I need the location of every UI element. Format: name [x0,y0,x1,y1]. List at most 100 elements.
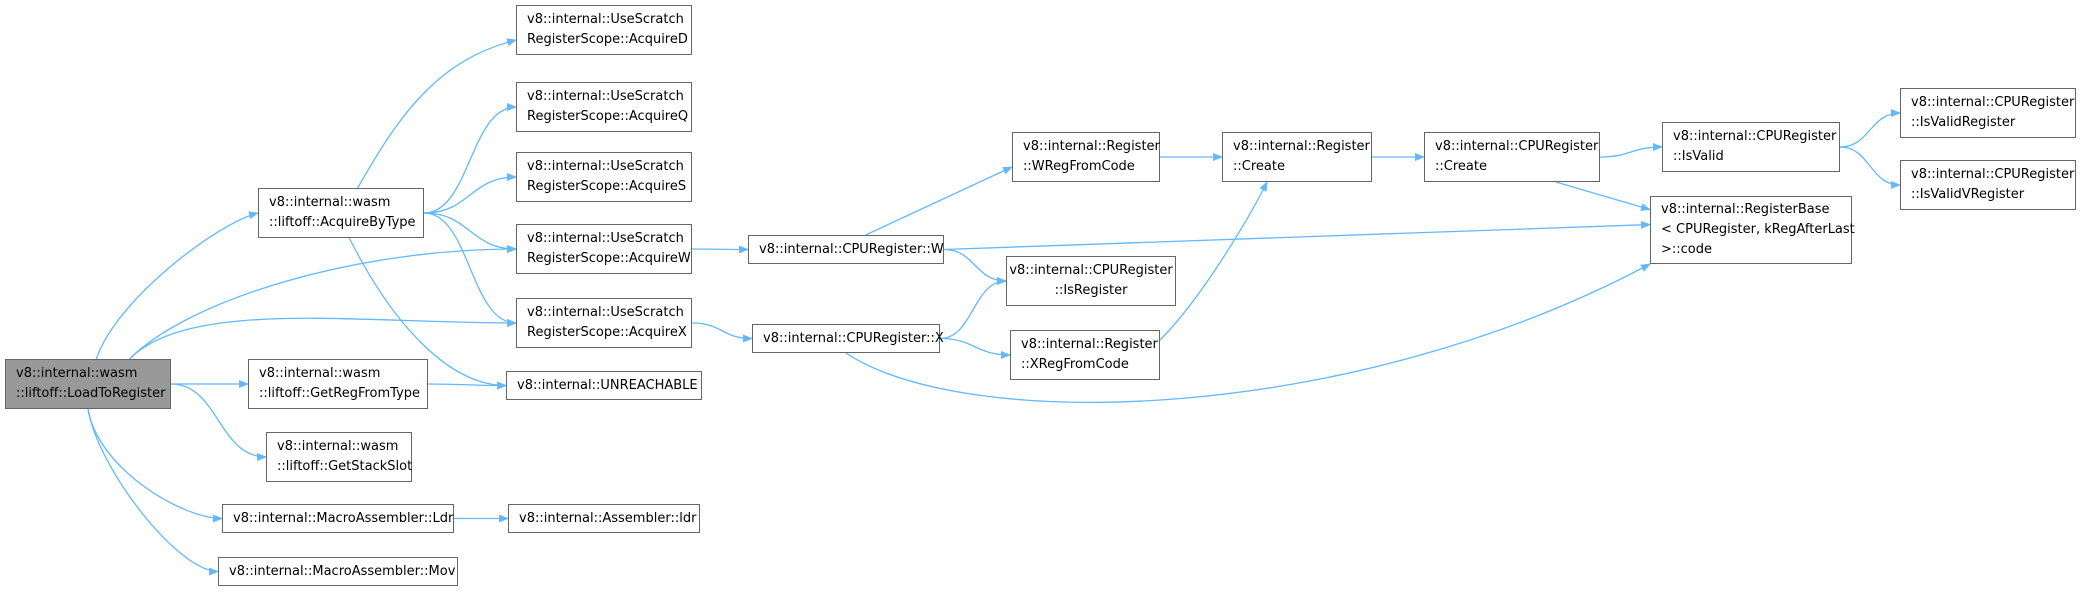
edge-arrow [348,237,507,390]
node-label-line: v8::internal::Register [1023,139,1160,154]
node-label-line: ::IsValidRegister [1911,115,2016,130]
edge-arrow [939,277,1007,340]
edge-arrow [87,408,219,576]
graph-node[interactable]: v8::internal::wasm::liftoff::AcquireByTy… [258,188,424,238]
node-label-line: v8::internal::CPURegister::X [763,330,944,346]
node-label: v8::internal::Register::XRegFromCode [1021,335,1158,375]
node-label-line: v8::internal::wasm [16,366,138,381]
node-label: v8::internal::wasm::liftoff::AcquireByTy… [269,193,416,233]
node-label: v8::internal::CPURegister::IsRegister [1009,261,1172,301]
node-label-line: v8::internal::UseScratch [527,12,684,27]
graph-node[interactable]: v8::internal::Register::WRegFromCode [1012,132,1160,182]
node-label-line: v8::internal::Register [1021,337,1158,352]
node-label-line: v8::internal::wasm [259,366,381,381]
graph-node[interactable]: v8::internal::CPURegister::IsValidVRegis… [1900,160,2076,210]
node-label-line: v8::internal::UseScratch [527,159,684,174]
edge-arrow [845,263,1651,403]
node-label: v8::internal::UNREACHABLE [517,376,698,396]
graph-node[interactable]: v8::internal::CPURegister::IsRegister [1006,256,1176,306]
edge-arrow [357,38,517,189]
node-label: v8::internal::RegisterBase< CPURegister,… [1661,200,1855,260]
edge-arrow [939,337,1011,359]
graph-node[interactable]: v8::internal::MacroAssembler::Mov [218,557,458,586]
edge-arrow [1839,146,1901,189]
graph-node[interactable]: v8::internal::CPURegister::X [752,324,944,353]
edge-arrow [691,245,749,254]
node-label-line: v8::internal::CPURegister::W [759,241,944,257]
edge-arrow [943,220,1651,251]
node-label: v8::internal::Assembler::ldr [519,509,696,529]
node-label-line: >::code [1661,242,1713,257]
node-label-line: ::liftoff::GetRegFromType [259,386,421,401]
edge-arrow [865,166,1013,236]
node-label-line: < CPURegister, kRegAfterLast [1661,222,1855,237]
node-label: v8::internal::wasm::liftoff::GetRegFromT… [259,364,420,404]
edge-arrow [943,248,1007,285]
edge-arrow [423,173,517,214]
node-label-line: ::WRegFromCode [1023,159,1135,174]
edge-arrow [1555,181,1651,211]
node-label-line: v8::internal::MacroAssembler::Mov [229,563,456,579]
node-label-line: ::liftoff::AcquireByType [269,215,416,230]
node-label-line: v8::internal::MacroAssembler::Ldr [233,510,454,526]
edge-arrow [427,381,507,390]
graph-node[interactable]: v8::internal::wasm::liftoff::GetStackSlo… [266,432,412,482]
graph-node[interactable]: v8::internal::RegisterBase< CPURegister,… [1650,196,1855,264]
node-label-line: v8::internal::Register [1233,139,1370,154]
graph-node[interactable]: v8::internal::wasm::liftoff::GetRegFromT… [248,359,428,409]
graph-node[interactable]: v8::internal::MacroAssembler::Ldr [222,504,454,533]
graph-node[interactable]: v8::internal::CPURegister::IsValid [1662,122,1840,172]
node-label-line: RegisterScope::AcquireS [527,179,687,194]
node-label: v8::internal::wasm::liftoff::GetStackSlo… [277,437,412,477]
edge-arrow [423,103,517,214]
edge-arrow [423,212,517,327]
node-label-line: ::IsRegister [1054,283,1128,298]
node-label: v8::internal::CPURegister::Create [1435,137,1598,177]
node-label: v8::internal::wasm::liftoff::LoadToRegis… [16,364,166,404]
node-label-line: ::liftoff::GetStackSlot [277,459,413,474]
node-label: v8::internal::Register::Create [1233,137,1370,177]
graph-node[interactable]: v8::internal::CPURegister::Create [1424,132,1600,182]
node-label-line: ::liftoff::LoadToRegister [16,386,166,401]
node-label-line: v8::internal::UseScratch [527,305,684,320]
graph-node[interactable]: v8::internal::CPURegister::W [748,235,944,264]
graph-node[interactable]: v8::internal::Assembler::ldr [508,504,700,533]
node-label-line: ::IsValid [1673,149,1724,164]
node-label: v8::internal::CPURegister::IsValid [1673,127,1836,167]
node-label-line: ::Create [1233,159,1285,174]
node-label-line: v8::internal::Assembler::ldr [519,510,697,526]
node-label: v8::internal::CPURegister::IsValidRegist… [1911,93,2074,133]
node-label-line: v8::internal::CPURegister [1911,95,2075,110]
node-label-line: ::Create [1435,159,1487,174]
node-label: v8::internal::Register::WRegFromCode [1023,137,1160,177]
node-label-line: RegisterScope::AcquireD [527,32,688,47]
node-label-line: RegisterScope::AcquireX [527,325,687,340]
graph-node[interactable]: v8::internal::CPURegister::IsValidRegist… [1900,88,2076,138]
node-label: v8::internal::CPURegister::W [759,240,944,260]
graph-node[interactable]: v8::internal::wasm::liftoff::LoadToRegis… [5,359,171,409]
graph-node[interactable]: v8::internal::UNREACHABLE [506,371,702,400]
graph-node[interactable]: v8::internal::Register::Create [1222,132,1372,182]
graph-node[interactable]: v8::internal::Register::XRegFromCode [1010,330,1160,380]
node-label-line: v8::internal::CPURegister [1435,139,1599,154]
node-label-line: v8::internal::RegisterBase [1661,202,1830,217]
node-label-line: v8::internal::CPURegister [1911,167,2075,182]
edge-arrow [691,322,753,343]
edge-arrow [1159,181,1268,341]
node-label: v8::internal::CPURegister::IsValidVRegis… [1911,165,2074,205]
node-label-line: v8::internal::wasm [277,439,399,454]
node-label-line: v8::internal::UNREACHABLE [517,377,698,393]
node-label-line: ::IsValidVRegister [1911,187,2025,202]
edge-arrow [129,245,517,360]
